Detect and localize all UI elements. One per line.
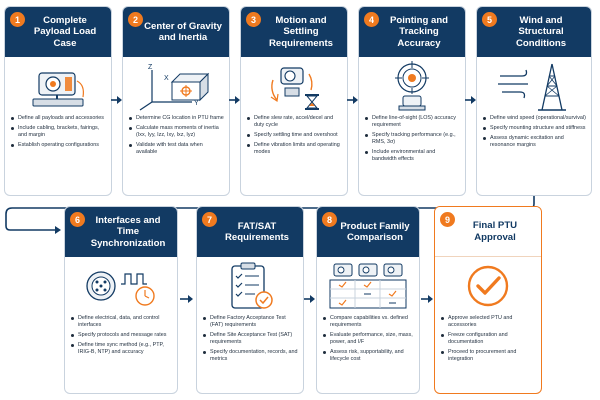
list-item: Include cabling, brackets, fairings, and… [11, 125, 107, 139]
step-4-list: Define line-of-sight (LOS) accuracy requ… [359, 115, 465, 163]
step-4-header: 4 Pointing and Tracking Accuracy [359, 7, 465, 57]
motion-hourglass-icon [241, 57, 347, 115]
step-2-list: Determine CG location in PTU frame Calcu… [123, 115, 229, 156]
step-3-header: 3 Motion and Settling Requirements [241, 7, 347, 57]
step-2-header: 2 Center of Gravity and Inertia [123, 7, 229, 57]
step-8-badge: 8 [322, 212, 337, 227]
step-4-badge: 4 [364, 12, 379, 27]
step-9-header: 9 Final PTU Approval [435, 207, 541, 257]
step-3-badge: 3 [246, 12, 261, 27]
step-9-title: Final PTU Approval [472, 220, 518, 243]
step-6-badge: 6 [70, 212, 85, 227]
list-item: Specify mounting structure and stiffness [483, 125, 587, 132]
arrow-4-to-5 [465, 96, 476, 104]
step-5-title: Wind and Structural Conditions [515, 15, 567, 49]
step-3-card: 3 Motion and Settling Requirements Defin… [240, 6, 348, 196]
list-item: Freeze configuration and documentation [441, 332, 537, 346]
list-item: Proceed to procurement and integration [441, 349, 537, 363]
step-6-title: Interfaces and Time Synchronization [90, 215, 166, 249]
step-9-card: 9 Final PTU Approval Approve selected PT… [434, 206, 542, 394]
cg-axes-icon: Z Y X [123, 57, 229, 115]
step-1-card: 1 Complete Payload Load Case Define all … [4, 6, 112, 196]
arrow-8-to-9 [421, 295, 433, 303]
list-item: Compare capabilities vs. defined require… [323, 315, 415, 329]
step-8-card: 8 Product Family Comparison [316, 206, 420, 394]
list-item: Determine CG location in PTU frame [129, 115, 225, 122]
list-item: Establish operating configurations [11, 142, 107, 149]
step-3-title: Motion and Settling Requirements [269, 15, 333, 49]
step-1-list: Define all payloads and accessories Incl… [5, 115, 111, 149]
arrow-6-to-7 [180, 295, 193, 303]
step-7-list: Define Factory Acceptance Test (FAT) req… [197, 315, 303, 363]
list-item: Define Factory Acceptance Test (FAT) req… [203, 315, 299, 329]
list-item: Define vibration limits and operating mo… [247, 142, 343, 156]
step-3-list: Define slew rate, accel/decel and duty c… [241, 115, 347, 156]
step-1-badge: 1 [10, 12, 25, 27]
arrow-1-to-2 [111, 96, 122, 104]
list-item: Specify settling time and overshoot [247, 132, 343, 139]
list-item: Define time sync method (e.g., PTP, IRIG… [71, 342, 173, 356]
step-7-header: 7 FAT/SAT Requirements [197, 207, 303, 257]
step-2-badge: 2 [128, 12, 143, 27]
step-4-card: 4 Pointing and Tracking Accuracy Define … [358, 6, 466, 196]
wind-tower-icon [477, 57, 591, 115]
list-item: Evaluate performance, size, mass, power,… [323, 332, 415, 346]
step-4-title: Pointing and Tracking Accuracy [389, 15, 449, 49]
arrow-3-to-4 [347, 96, 358, 104]
step-8-header: 8 Product Family Comparison [317, 207, 419, 257]
step-5-list: Define wind speed (operational/survival)… [477, 115, 591, 149]
step-1-header: 1 Complete Payload Load Case [5, 7, 111, 57]
list-item: Approve selected PTU and accessories [441, 315, 537, 329]
list-item: Include environmental and bandwidth effe… [365, 149, 461, 163]
step-7-title: FAT/SAT Requirements [225, 220, 289, 243]
step-6-header: 6 Interfaces and Time Synchronization [65, 207, 177, 257]
payload-icon [5, 57, 111, 115]
step-6-list: Define electrical, data, and control int… [65, 315, 177, 356]
step-5-header: 5 Wind and Structural Conditions [477, 7, 591, 57]
y-axis-label: Y [194, 100, 199, 107]
step-1-title: Complete Payload Load Case [33, 15, 97, 49]
list-item: Specify tracking performance (e.g., RMS,… [365, 132, 461, 146]
step-7-card: 7 FAT/SAT Requirements Define Factory Ac… [196, 206, 304, 394]
list-item: Define all payloads and accessories [11, 115, 107, 122]
connector-clock-icon [65, 257, 177, 315]
step-7-badge: 7 [202, 212, 217, 227]
comparison-table-icon [317, 257, 419, 315]
list-item: Define slew rate, accel/decel and duty c… [247, 115, 343, 129]
step-5-badge: 5 [482, 12, 497, 27]
list-item: Define Site Acceptance Test (SAT) requir… [203, 332, 299, 346]
step-2-card: 2 Center of Gravity and Inertia Z Y X De… [122, 6, 230, 196]
list-item: Define line-of-sight (LOS) accuracy requ… [365, 115, 461, 129]
step-5-card: 5 Wind and Structural Conditions Defi [476, 6, 592, 196]
step-9-list: Approve selected PTU and accessories Fre… [435, 315, 541, 363]
pointing-target-icon [359, 57, 465, 115]
list-item: Calculate mass moments of inertia (Ixx, … [129, 125, 225, 139]
list-item: Assess risk, supportability, and lifecyc… [323, 349, 415, 363]
arrow-2-to-3 [229, 96, 240, 104]
arrow-7-to-8 [304, 295, 315, 303]
list-item: Specify documentation, records, and metr… [203, 349, 299, 363]
list-item: Assess dynamic excitation and resonance … [483, 135, 587, 149]
approval-check-icon [435, 257, 541, 315]
x-axis-label: X [164, 75, 169, 82]
list-item: Validate with test data when available [129, 142, 225, 156]
checklist-clipboard-icon [197, 257, 303, 315]
step-8-list: Compare capabilities vs. defined require… [317, 315, 419, 363]
step-2-title: Center of Gravity and Inertia [144, 20, 222, 43]
list-item: Specify protocols and message rates [71, 332, 173, 339]
step-9-badge: 9 [440, 212, 455, 227]
list-item: Define electrical, data, and control int… [71, 315, 173, 329]
list-item: Define wind speed (operational/survival) [483, 115, 587, 122]
z-axis-label: Z [148, 64, 153, 71]
step-8-title: Product Family Comparison [340, 220, 410, 243]
step-6-card: 6 Interfaces and Time Synchronization De… [64, 206, 178, 394]
